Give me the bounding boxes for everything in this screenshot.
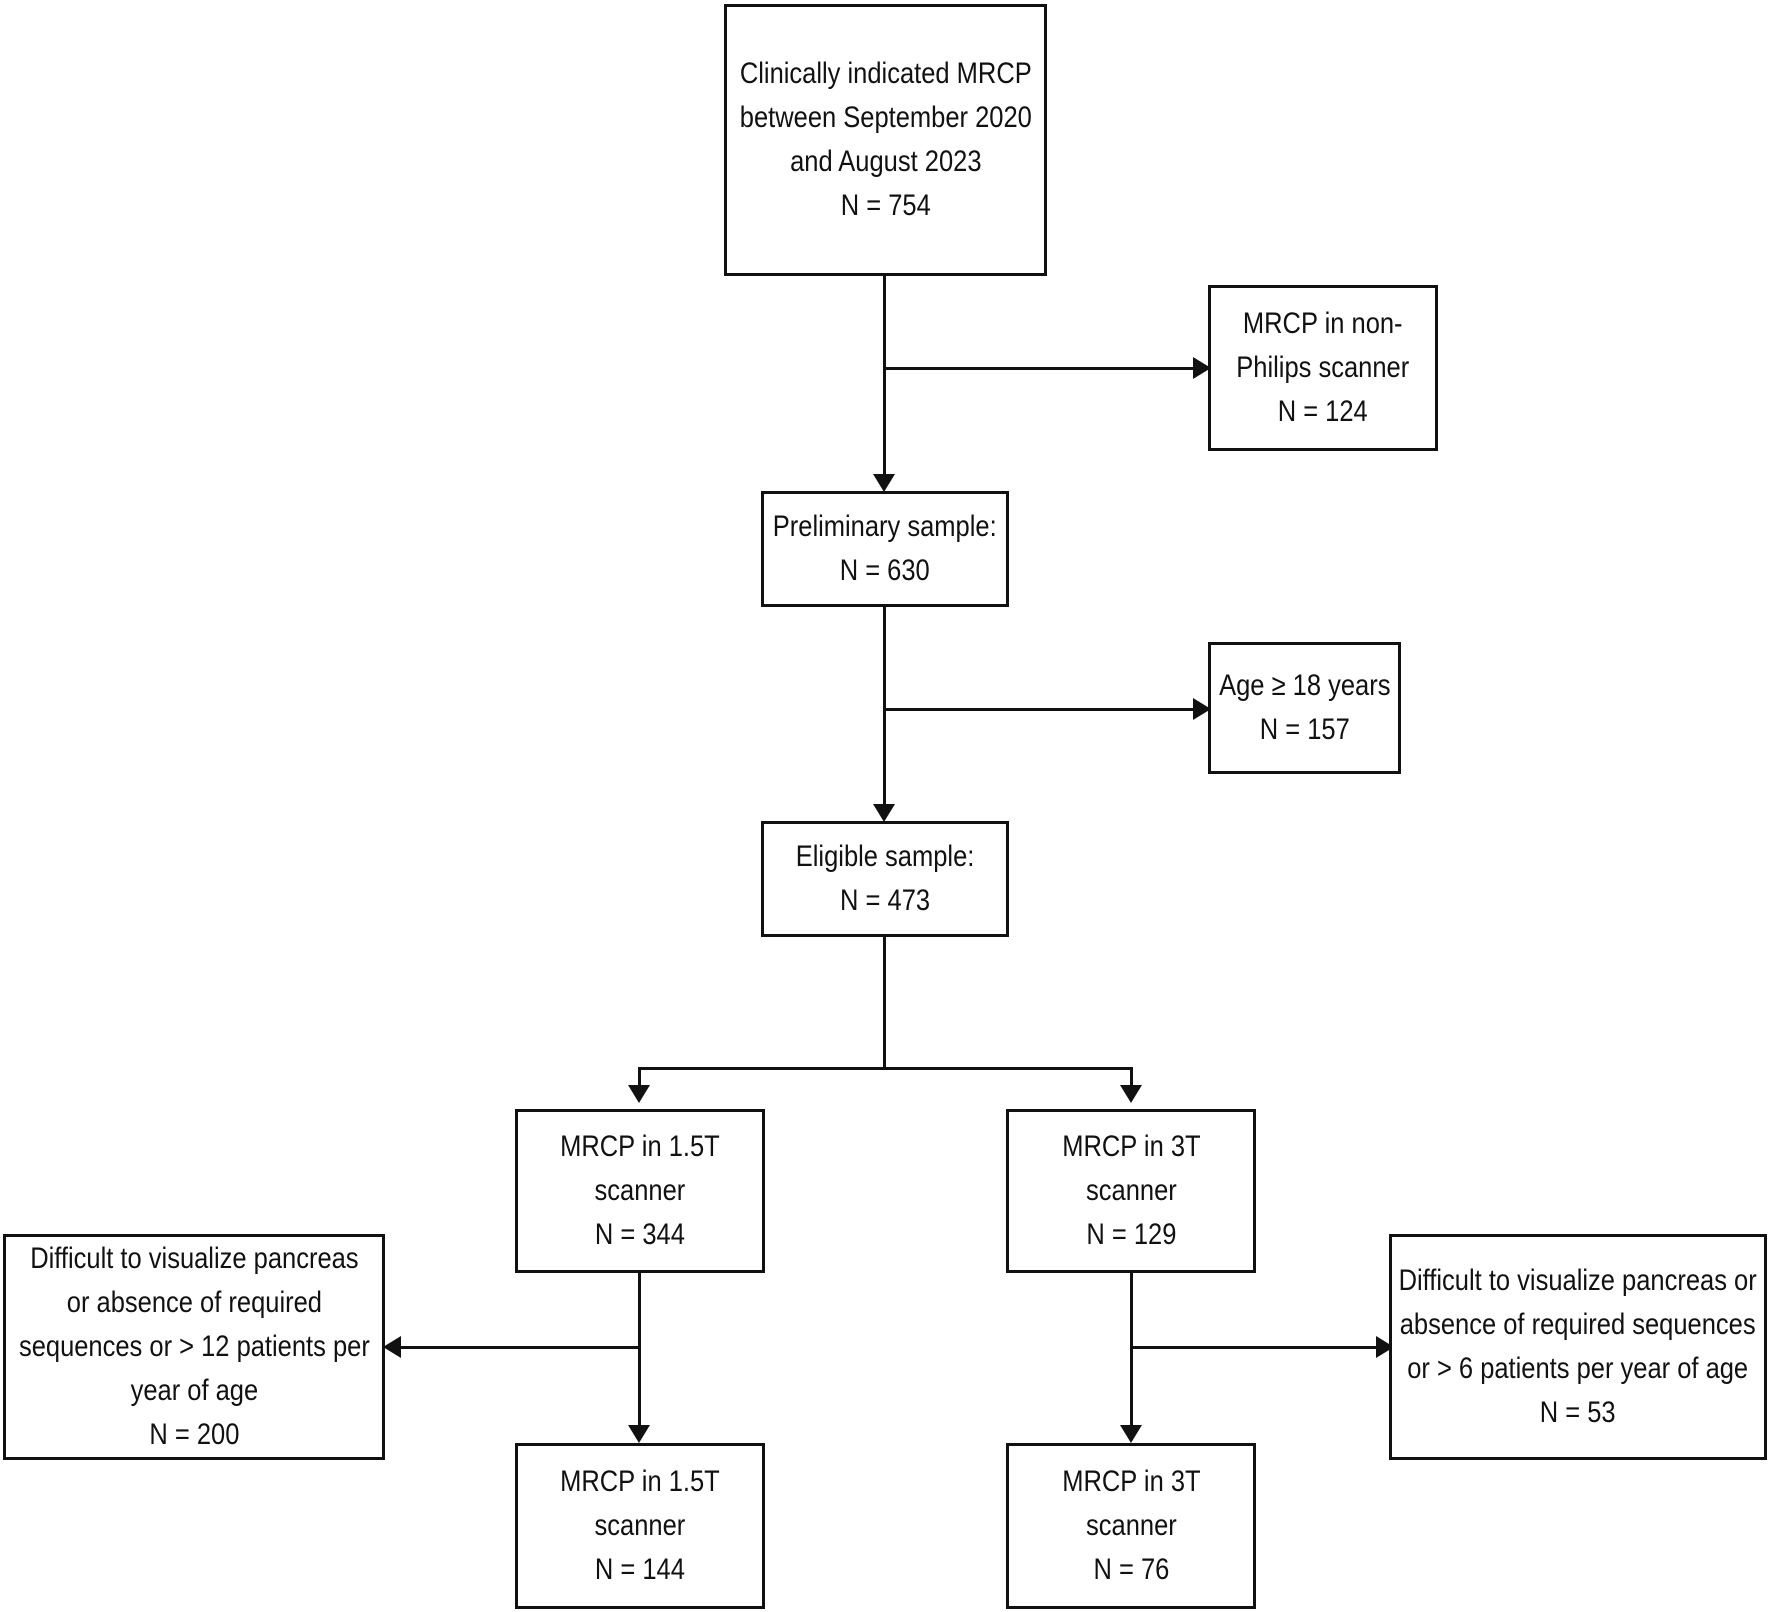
box-final-15t: MRCP in 1.5T scanner N = 144 (515, 1443, 765, 1609)
arrow-to-mrcp-3t (1120, 1085, 1142, 1103)
box-eligible-sample: Eligible sample: N = 473 (761, 821, 1009, 937)
arrow-to-final-3t (1120, 1425, 1142, 1443)
box-exclusion-3t: Difficult to visualize pancreas or absen… (1389, 1234, 1767, 1460)
initial-line-1: Clinically indicated MRCP (739, 57, 1032, 90)
arrow-to-eligible (873, 804, 895, 822)
box-exclusion-15t: Difficult to visualize pancreas or absen… (3, 1234, 385, 1460)
final-3t-count: N = 76 (1093, 1553, 1169, 1586)
exclusion-age-label: Age ≥ 18 years (1218, 669, 1391, 702)
box-preliminary-sample: Preliminary sample: N = 630 (761, 491, 1009, 607)
exclusion-15t-count: N = 200 (148, 1418, 240, 1451)
exclusion-15t-line-3: sequences or > 12 patients per (18, 1330, 370, 1363)
mrcp-3t-line-1: MRCP in 3T (1061, 1130, 1201, 1163)
initial-line-2: between September 2020 (739, 101, 1032, 134)
initial-count: N = 754 (840, 189, 931, 222)
box-exclusion-age: Age ≥ 18 years N = 157 (1208, 642, 1401, 774)
connector-preliminary-to-eligible (883, 606, 886, 806)
exclusion-15t-line-4: year of age (130, 1374, 258, 1407)
box-final-3t: MRCP in 3T scanner N = 76 (1006, 1443, 1256, 1609)
mrcp-3t-line-2: scanner (1085, 1174, 1177, 1207)
eligible-label: Eligible sample: (795, 840, 975, 873)
arrow-to-final-15t (628, 1425, 650, 1443)
connector-to-exclusion-age (885, 708, 1195, 711)
exclusion-age-count: N = 157 (1259, 713, 1350, 746)
mrcp-15t-line-1: MRCP in 1.5T (560, 1130, 720, 1163)
exclusion-scanner-count: N = 124 (1277, 395, 1369, 428)
exclusion-scanner-line-1: MRCP in non- (1243, 307, 1403, 340)
arrow-to-preliminary (873, 474, 895, 492)
connector-initial-to-preliminary (883, 276, 886, 476)
final-15t-line-1: MRCP in 1.5T (560, 1465, 720, 1498)
arrow-to-exclusion-age (1193, 698, 1211, 720)
arrow-to-mrcp-15t (628, 1085, 650, 1103)
arrow-to-exclusion-15t (383, 1336, 401, 1358)
exclusion-3t-count: N = 53 (1540, 1396, 1616, 1429)
eligible-count: N = 473 (839, 884, 931, 917)
connector-eligible-down (883, 936, 886, 1069)
arrow-to-exclusion-scanner (1193, 357, 1211, 379)
mrcp-15t-line-2: scanner (594, 1174, 686, 1207)
connector-15t-down (638, 1272, 641, 1427)
final-15t-count: N = 144 (594, 1553, 686, 1586)
connector-to-exclusion-3t (1132, 1346, 1378, 1349)
box-mrcp-15t: MRCP in 1.5T scanner N = 344 (515, 1109, 765, 1273)
connector-to-exclusion-15t (398, 1346, 640, 1349)
box-exclusion-non-philips: MRCP in non- Philips scanner N = 124 (1208, 285, 1438, 451)
exclusion-scanner-line-2: Philips scanner (1236, 351, 1410, 384)
final-3t-line-1: MRCP in 3T (1061, 1465, 1201, 1498)
connector-split-left-drop (638, 1067, 641, 1087)
connector-split-horizontal (638, 1067, 1133, 1070)
exclusion-3t-line-1: Difficult to visualize pancreas or (1398, 1264, 1758, 1297)
final-15t-line-2: scanner (594, 1509, 686, 1542)
mrcp-3t-count: N = 129 (1085, 1218, 1177, 1251)
mrcp-15t-count: N = 344 (594, 1218, 686, 1251)
exclusion-15t-line-1: Difficult to visualize pancreas (29, 1242, 359, 1275)
box-initial-cohort: Clinically indicated MRCP between Septem… (724, 4, 1047, 276)
connector-3t-down (1130, 1272, 1133, 1427)
connector-to-exclusion-scanner (885, 367, 1195, 370)
box-mrcp-3t: MRCP in 3T scanner N = 129 (1006, 1109, 1256, 1273)
preliminary-count: N = 630 (839, 554, 931, 587)
exclusion-15t-line-2: or absence of required (66, 1286, 322, 1319)
initial-line-3: and August 2023 (789, 145, 982, 178)
exclusion-3t-line-3: or > 6 patients per year of age (1407, 1352, 1749, 1385)
final-3t-line-2: scanner (1085, 1509, 1177, 1542)
connector-split-right-drop (1130, 1067, 1133, 1087)
exclusion-3t-line-2: absence of required sequences (1400, 1308, 1756, 1341)
preliminary-label: Preliminary sample: (773, 510, 997, 543)
